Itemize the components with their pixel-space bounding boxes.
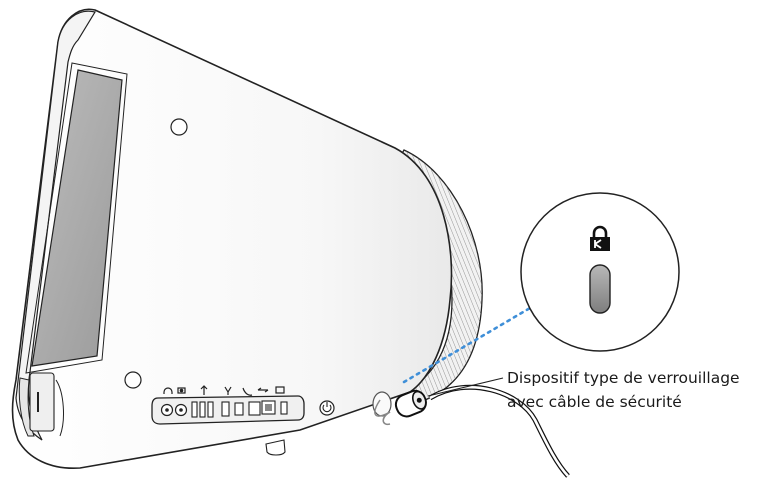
display-screen <box>31 69 123 367</box>
modem-port-icon <box>242 387 253 396</box>
callout-line-1: Dispositif type de verrouillage <box>507 369 740 387</box>
display-port-icon <box>275 386 285 394</box>
firewire-port-icon <box>224 386 232 395</box>
audio-in-jack <box>174 403 188 417</box>
power-button-icon <box>319 400 335 416</box>
mounting-hole-top <box>170 118 188 136</box>
rear-foot <box>265 439 286 456</box>
ethernet-port <box>248 400 276 416</box>
callout-label: Dispositif type de verrouillage avec câb… <box>507 366 757 414</box>
port-icons-row <box>163 385 285 396</box>
zoom-indicator-line <box>402 306 532 384</box>
display-out-port <box>280 401 288 415</box>
kensington-lock-icon <box>590 225 610 251</box>
audio-in-port-icon <box>177 387 186 394</box>
modem-port <box>234 402 244 416</box>
front-lower-panel <box>18 372 64 437</box>
mounting-hole-bottom <box>124 371 142 389</box>
usb-ports <box>191 401 214 418</box>
headphone-port-icon <box>163 387 173 394</box>
ethernet-port-icon <box>257 387 269 393</box>
port-panel <box>151 395 305 425</box>
security-slot <box>589 264 611 314</box>
usb-port-icon <box>200 385 208 395</box>
callout-line-2: avec câble de sécurité <box>507 393 682 411</box>
firewire-port <box>221 401 230 417</box>
security-slot-zoom-circle <box>520 192 680 352</box>
callout-leader-line <box>427 377 504 397</box>
headphone-jack <box>160 403 174 417</box>
